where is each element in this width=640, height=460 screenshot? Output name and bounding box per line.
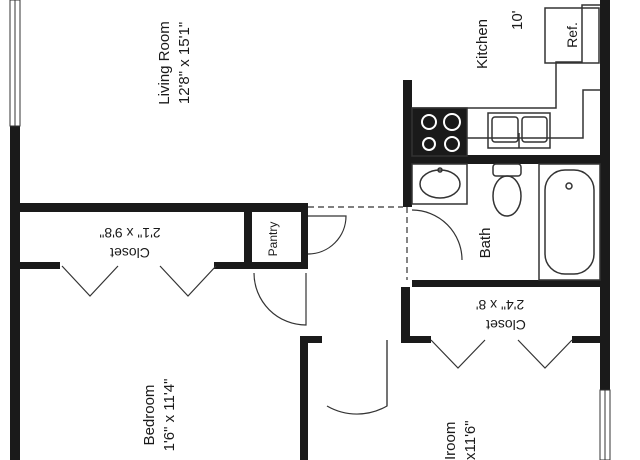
door-swing-bedroom-left [253,272,307,326]
stove-burner [443,113,461,131]
closet-left-dims: 2'1" x 9'8" [99,225,160,241]
closet-left-bifold-a [61,265,119,297]
bath-fixtures [411,163,601,281]
kitchen-name: Kitchen [474,19,491,69]
closet-left-name: Closet [110,245,150,261]
bath-name: Bath [477,228,494,259]
pantry-name: Pantry [266,222,280,257]
closet-right-dims: 2'4" x 8' [476,297,524,313]
kitchen-counter [412,4,600,109]
windows [9,0,611,460]
living-room-dims: 12'8" x 15'1" [176,22,193,104]
wall-bath-south [412,280,610,287]
wall-bath-north [403,155,610,164]
stove-burner [422,137,436,151]
closet-right-bifold-a [430,339,486,369]
kitchen-fixtures [411,4,600,157]
kitchen-sink-basin [521,116,548,143]
bedroom-right-dims: x11'6" [462,420,479,460]
door-swing-bedroom-right [326,340,388,415]
bedroom-left-dims: 1'6" x 11'4" [161,379,178,452]
walls [10,0,610,460]
labels: Living Room 12'8" x 15'1" Kitchen 10' Re… [99,10,580,460]
wall-closet-right-west [401,287,410,343]
bedroom-right-name: Iroom [442,422,459,460]
wall-closet-left-south-a [20,262,60,269]
closet-right-bifold-b [517,339,573,369]
bedroom-left-name: Bedroom [141,385,158,446]
closet-left-bifold-b [159,265,217,297]
bathtub [538,163,601,281]
door-swing-bath [411,209,463,261]
wall-pantry-east [301,203,308,269]
door-swing-pantry [307,215,347,255]
doors [61,206,573,415]
bathtub-basin [544,169,595,275]
fridge-label: Ref. [564,22,580,48]
toilet-bowl [492,175,522,217]
toilet-tank [492,163,522,177]
stove-burner [444,136,460,152]
kitchen-sink-basin [491,116,519,143]
wall-closet-right-south-a [401,336,431,343]
living-room-name: Living Room [156,21,173,104]
wall-bedroom-divider-cap [300,336,322,343]
wall-bedroom-divider [300,336,308,460]
stove [411,107,468,157]
wall-right-exterior [600,0,610,460]
closet-right-name: Closet [486,317,526,333]
stove-burner [421,114,437,130]
kitchen-dims: 10' [509,10,526,30]
wall-left-exterior [10,0,20,460]
wall-closet-right-south-b [572,336,610,343]
bath-sink [419,169,461,199]
wall-closet-left-south-b [214,262,306,269]
wall-kitchen-west [403,80,412,207]
refrigerator [544,7,600,64]
bath-vanity [411,163,468,205]
wall-living-south [20,203,306,212]
wall-pantry-west [244,212,252,269]
